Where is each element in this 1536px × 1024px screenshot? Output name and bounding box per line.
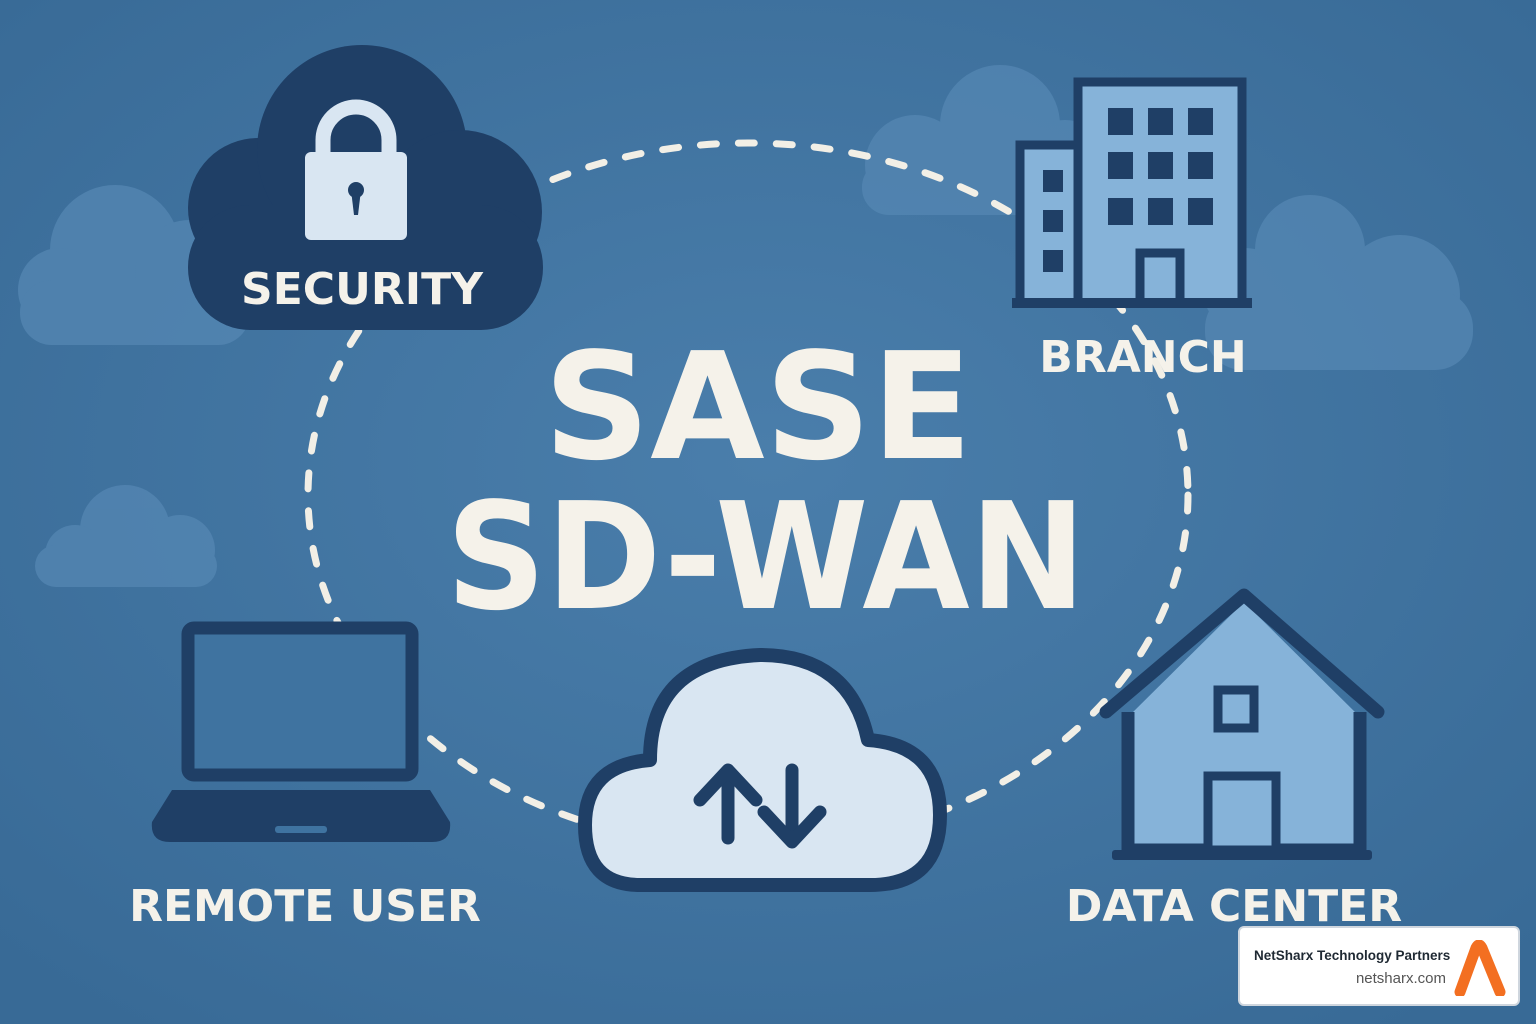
bg-cloud [35,485,217,587]
branch-label: BRANCH [1039,332,1246,383]
badge-company-name: NetSharx Technology Partners [1254,948,1451,963]
badge-url[interactable]: netsharx.com [1355,970,1446,987]
branch-node: BRANCH [1012,77,1252,383]
remote-user-label: REMOTE USER [129,881,481,932]
netsharx-badge[interactable]: NetSharx Technology Partners netsharx.co… [1238,926,1520,1006]
security-label: SECURITY [241,264,484,315]
office-building-icon [1012,77,1252,308]
remote-user-node: REMOTE USER [129,621,481,932]
up-down-arrows-icon [693,763,827,849]
data-center-label: DATA CENTER [1066,881,1402,932]
title-line-1: SASE [544,321,973,493]
security-node: SECURITY [188,45,543,330]
title-line-2: SD-WAN [446,471,1086,643]
netsharx-logo [1454,940,1506,996]
bg-cloud [1203,195,1473,370]
laptop-icon [151,621,451,842]
cloud-hub-node [578,648,947,892]
data-center-node: DATA CENTER [1066,588,1402,932]
house-icon [1099,588,1385,860]
padlock-icon [305,99,407,240]
cloud-up-down-arrows-icon [578,648,947,892]
